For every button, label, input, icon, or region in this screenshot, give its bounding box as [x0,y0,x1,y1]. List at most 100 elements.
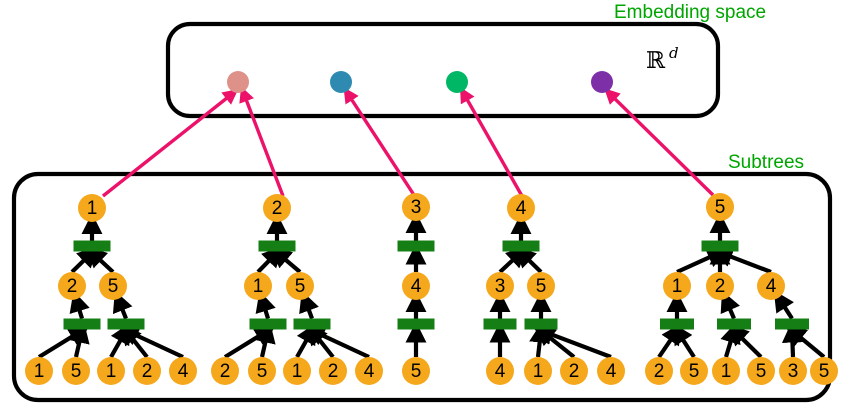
tree-node[interactable]: 2 [133,357,161,385]
tree-node[interactable]: 5 [99,272,127,300]
dimension-symbol: ℝ [646,48,666,74]
tree-node[interactable]: 4 [169,357,197,385]
node-label: 1 [672,276,683,297]
container-boxes [11,21,833,403]
node-circle [747,357,775,385]
tree-edge [727,324,763,359]
tree-node[interactable]: 1 [283,357,311,385]
tree-node[interactable]: 1 [663,272,691,300]
tree-node[interactable]: 4 [597,357,625,385]
aggregator-bar [258,240,296,252]
tree-edge [785,324,826,359]
node-circle [402,272,430,300]
tree-node[interactable]: 2 [211,357,239,385]
node-label: 4 [495,361,506,382]
node-circle [283,357,311,385]
tree-node[interactable]: 1 [25,357,53,385]
tree-edge [498,246,528,274]
node-circle [560,357,588,385]
aggregator-bar [524,318,558,330]
node-label: 1 [292,361,303,382]
tree-node[interactable]: 4 [486,357,514,385]
embedding-point-p1[interactable] [227,71,249,93]
tree-node[interactable]: 5 [286,272,314,300]
tree-node[interactable]: 4 [355,357,383,385]
tree-edge [256,246,284,274]
tree-node[interactable]: 5 [527,272,555,300]
node-label: 1 [34,361,45,382]
node-label: 4 [516,198,527,219]
node-circle [169,357,197,385]
tree-node[interactable]: 5 [248,357,276,385]
aggregator-bar [701,240,739,252]
tree-edge [295,322,317,359]
tree-node[interactable]: 1 [244,272,272,300]
tree-node[interactable]: 5 [747,357,775,385]
node-label: 4 [606,361,617,382]
node-label: 2 [715,276,726,297]
tree-node[interactable]: 5 [680,357,708,385]
aggregator-bar [483,318,517,330]
dimension-superscript: d [669,44,679,62]
node-label: 5 [689,361,700,382]
tree-node[interactable]: 3 [779,357,807,385]
tree-edge [109,322,131,359]
tree-edge [270,246,302,274]
tree-node[interactable]: 5 [402,357,430,385]
tree-node[interactable]: 4 [402,272,430,300]
node-label: 2 [142,361,153,382]
node-circle [355,357,383,385]
node-circle [507,194,535,222]
tree-node[interactable]: 1 [97,357,125,385]
tree-node[interactable]: 5 [62,357,90,385]
aggregator-bar [660,318,694,330]
node-circle [263,194,291,222]
tree-edge [299,290,319,320]
tree-node[interactable]: 5 [706,193,734,221]
node-label: 2 [272,198,283,219]
tree-edge [70,246,99,274]
tree-edge [255,290,276,320]
embedding-point-p3[interactable] [446,71,468,93]
aggregator-bar [249,318,287,330]
tree-node[interactable]: 1 [524,357,552,385]
node-circle [402,193,430,221]
tree-node[interactable]: 1 [712,357,740,385]
tree-node[interactable]: 2 [319,357,347,385]
tree-node[interactable]: 4 [757,272,785,300]
tree-node[interactable]: 2 [58,272,86,300]
tree-edge [676,247,729,274]
tree-node[interactable]: 1 [78,194,106,222]
node-label: 3 [411,197,422,218]
tree-node[interactable]: 5 [810,357,838,385]
tree-node[interactable]: 3 [486,272,514,300]
aggregator-bars [63,240,809,330]
tree-node[interactable]: 2 [263,194,291,222]
node-label: 1 [253,276,264,297]
node-circle [99,272,127,300]
tree-edge [711,247,772,274]
node-label: 5 [295,276,306,297]
tree-node[interactable]: 2 [706,272,734,300]
mapping-arrow-tree5 [604,88,715,197]
node-label: 1 [721,361,732,382]
node-label: 1 [87,198,98,219]
embedding-point-p4[interactable] [591,71,613,93]
embedding-space-label: Embedding space [614,2,766,23]
tree-edge [781,321,803,358]
node-circle [58,272,86,300]
mapping-arrow-tree3 [343,87,416,196]
tree-edge [657,323,683,359]
embedding-space-box [165,21,721,119]
tree-node[interactable]: 3 [402,193,430,221]
node-circle [706,272,734,300]
tree-node[interactable]: 2 [645,357,673,385]
tree-node[interactable]: 4 [507,194,535,222]
embedding-point-p2[interactable] [330,71,352,93]
tree-node[interactable]: 2 [560,357,588,385]
node-circle [680,357,708,385]
node-circle [810,357,838,385]
node-circle [62,357,90,385]
tree-edge [69,321,90,358]
node-circle [597,357,625,385]
